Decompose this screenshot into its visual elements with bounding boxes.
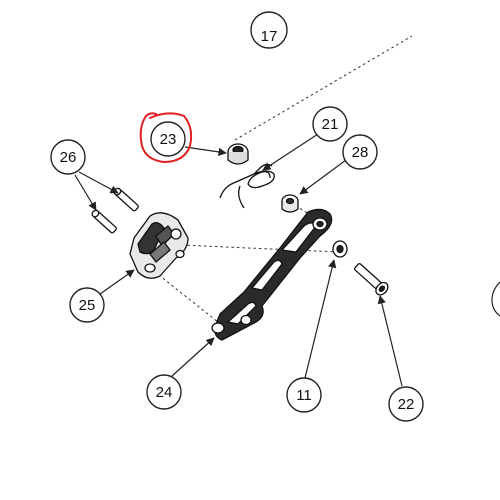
partial-callout-right-edge: [491, 281, 500, 317]
callout-25-label: 25: [79, 297, 96, 314]
callout-23-label: 23: [160, 131, 177, 148]
callout-23: 23: [139, 112, 193, 164]
callout-17: 17: [250, 11, 288, 49]
spring-part-21: [219, 163, 275, 209]
washer-part-11: [332, 240, 348, 258]
callout-22: 22: [388, 386, 424, 422]
red-highlight-scribble: [139, 112, 193, 164]
callout-21-label: 21: [322, 116, 339, 133]
callout-21: 21: [312, 106, 348, 142]
leader-lines: [74, 133, 403, 387]
arm-part-24: [211, 208, 333, 341]
callout-24: 24: [146, 374, 182, 410]
callout-26-label: 26: [60, 149, 77, 166]
callout-26: 26: [50, 139, 86, 175]
callout-28-label: 28: [352, 144, 369, 161]
callout-11: 11: [286, 377, 322, 413]
bolt-part-22: [353, 262, 389, 296]
callout-28: 28: [342, 134, 378, 170]
callout-25: 25: [69, 287, 105, 323]
callout-11-label: 11: [296, 387, 312, 404]
callout-24-label: 24: [156, 384, 173, 401]
bushing-part-23: [227, 143, 249, 165]
bracket-part-25: [129, 212, 189, 279]
callout-22-label: 22: [398, 396, 415, 413]
bushing-part-28: [281, 194, 299, 213]
pins-part-26: [91, 187, 139, 234]
callout-17-label: 17: [261, 28, 278, 45]
